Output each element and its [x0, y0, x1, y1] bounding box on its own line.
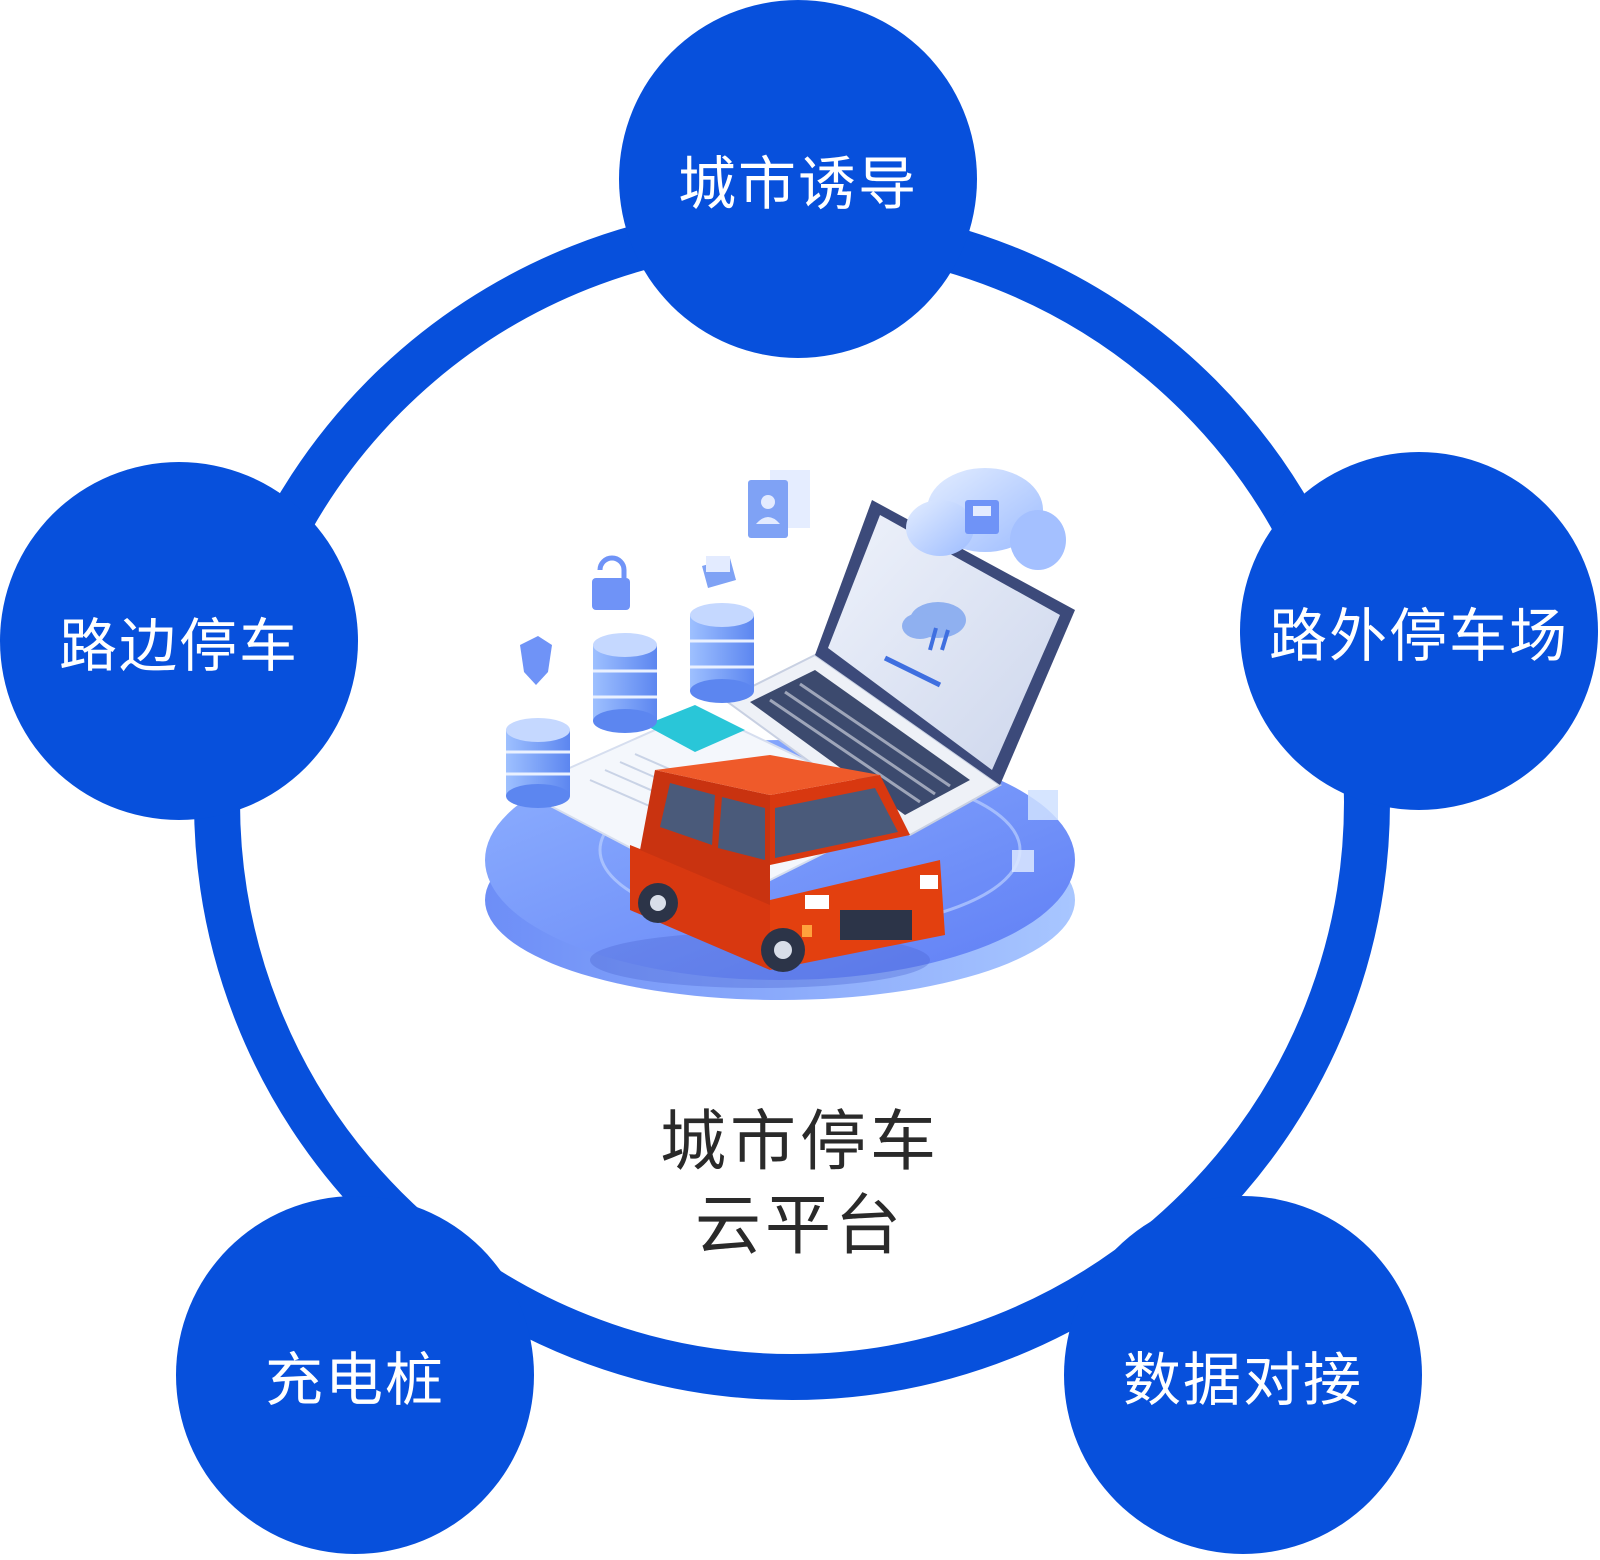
node-label: 路边停车	[58, 612, 299, 680]
node-label: 充电桩	[264, 1346, 445, 1414]
node-data-integration: 数据对接	[1064, 1196, 1422, 1554]
platform-illustration	[485, 468, 1075, 1000]
cloud-icon	[906, 468, 1066, 570]
database-icon	[506, 603, 754, 808]
node-charging-pile: 充电桩	[176, 1196, 534, 1554]
shield-icon	[520, 636, 552, 685]
center-title: 城市停车 云平台	[600, 1100, 1000, 1268]
car-icon	[590, 755, 945, 988]
node-off-street-parking: 路外停车场	[1240, 452, 1598, 810]
node-city-guidance: 城市诱导	[619, 0, 977, 358]
laptop-icon	[723, 500, 1075, 837]
center-title-line1: 城市停车	[660, 1103, 940, 1180]
user-card-icon	[748, 470, 810, 538]
upload-cloud-icon	[883, 602, 966, 688]
center-title-line2: 云平台	[695, 1187, 905, 1264]
document-icon	[702, 556, 736, 588]
lock-icon	[592, 555, 630, 610]
node-roadside-parking: 路边停车	[0, 462, 358, 820]
node-label: 路外停车场	[1268, 602, 1569, 670]
node-label: 数据对接	[1122, 1346, 1363, 1414]
node-label: 城市诱导	[677, 150, 918, 218]
cube-icon	[1012, 790, 1058, 872]
